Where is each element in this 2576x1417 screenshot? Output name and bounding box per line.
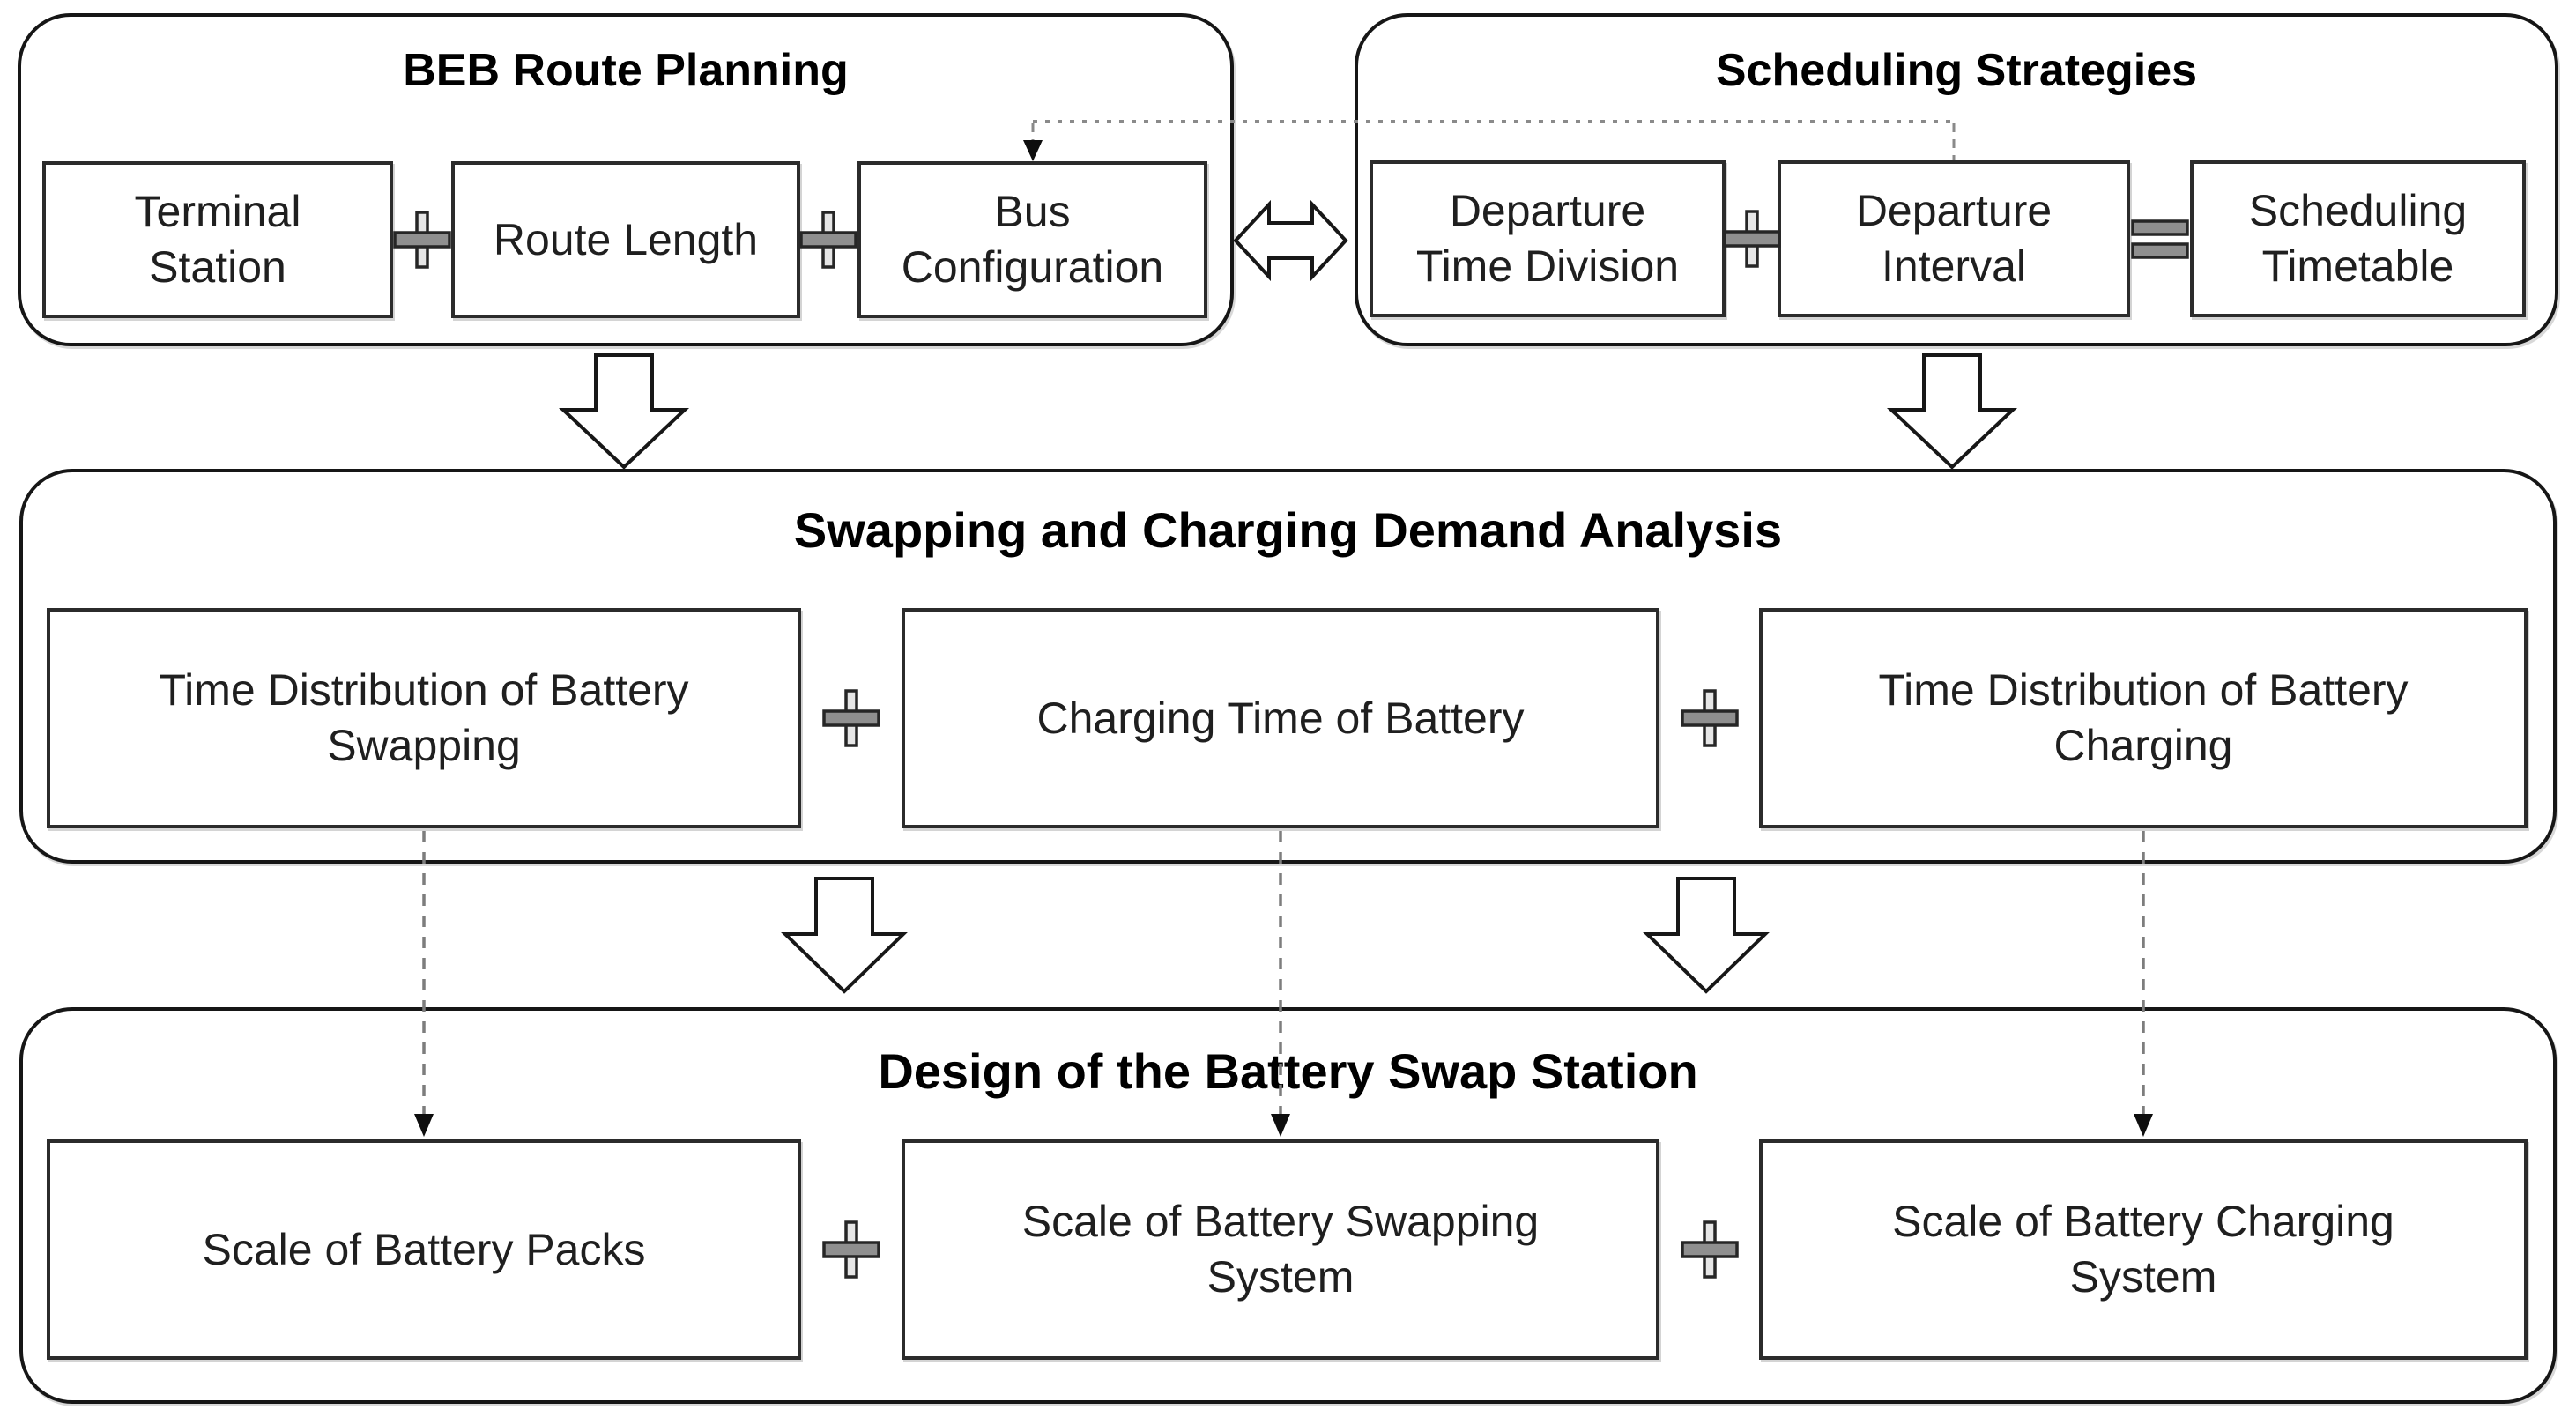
- title-swapping-charging-demand-analysis: Swapping and Charging Demand Analysis: [793, 502, 1783, 558]
- box-scale-of-battery-charging-system: Scale of Battery Charging System: [1759, 1139, 2528, 1360]
- label-charging-time-of-battery: Charging Time of Battery: [1036, 693, 1525, 743]
- label-terminal-station: Terminal Station: [134, 187, 301, 292]
- box-departure-interval: Departure Interval: [1778, 160, 2130, 317]
- block-arrow-down-icon: [558, 353, 690, 470]
- box-time-distribution-battery-charging: Time Distribution of Battery Charging: [1759, 608, 2528, 828]
- block-arrow-down-icon: [1643, 877, 1770, 994]
- title-beb-route-planning: BEB Route Planning: [403, 45, 849, 96]
- box-time-distribution-battery-swapping: Time Distribution of Battery Swapping: [47, 608, 801, 828]
- label-scale-of-battery-packs: Scale of Battery Packs: [202, 1224, 646, 1274]
- title-design-battery-swap-station: Design of the Battery Swap Station: [878, 1043, 1698, 1099]
- label-departure-time-division: Departure Time Division: [1415, 186, 1680, 291]
- title-scheduling-strategies: Scheduling Strategies: [1715, 45, 2198, 96]
- box-terminal-station: Terminal Station: [42, 161, 393, 318]
- box-scale-of-battery-packs: Scale of Battery Packs: [47, 1139, 801, 1360]
- label-scale-of-battery-swapping-system: Scale of Battery Swapping System: [1021, 1197, 1540, 1302]
- label-scheduling-timetable: Scheduling Timetable: [2248, 186, 2468, 291]
- label-time-distribution-battery-swapping: Time Distribution of Battery Swapping: [159, 665, 689, 770]
- box-charging-time-of-battery: Charging Time of Battery: [902, 608, 1659, 828]
- block-arrow-down-icon: [781, 877, 908, 994]
- box-scale-of-battery-swapping-system: Scale of Battery Swapping System: [902, 1139, 1659, 1360]
- label-time-distribution-battery-charging: Time Distribution of Battery Charging: [1878, 665, 2409, 770]
- double-arrow-icon: [1233, 199, 1348, 282]
- block-arrow-down-icon: [1886, 353, 2018, 470]
- box-bus-configuration: Bus Configuration: [857, 161, 1207, 318]
- label-route-length: Route Length: [493, 214, 759, 264]
- label-departure-interval: Departure Interval: [1855, 186, 2053, 291]
- box-departure-time-division: Departure Time Division: [1370, 160, 1726, 317]
- box-route-length: Route Length: [451, 161, 800, 318]
- label-bus-configuration: Bus Configuration: [901, 187, 1164, 292]
- box-scheduling-timetable: Scheduling Timetable: [2190, 160, 2526, 317]
- label-scale-of-battery-charging-system: Scale of Battery Charging System: [1892, 1197, 2394, 1302]
